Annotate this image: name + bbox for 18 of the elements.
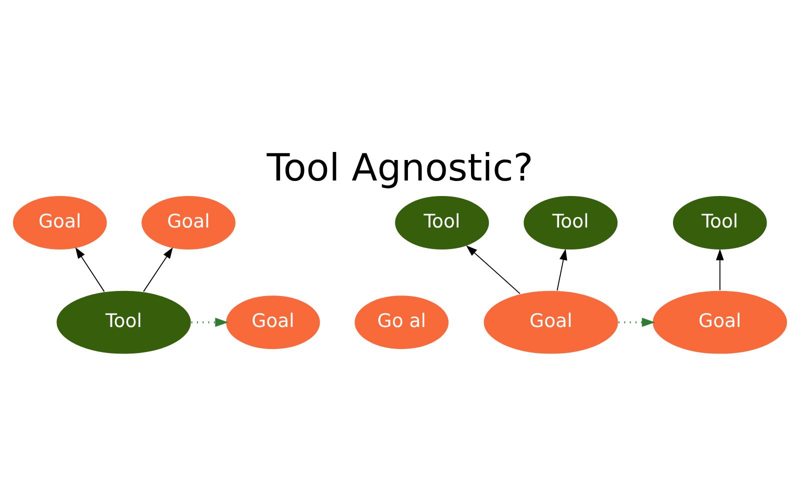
arrow <box>466 244 520 294</box>
arrow <box>556 248 568 290</box>
node-ellipse: Tool <box>672 194 768 250</box>
arrow <box>143 246 173 292</box>
arrow <box>618 317 656 326</box>
arrow <box>716 248 724 290</box>
node-ellipse: Go al <box>354 294 450 350</box>
node-ellipse: Tool <box>394 194 490 250</box>
node-ellipse: Goal <box>652 289 788 354</box>
arrow <box>75 246 105 292</box>
node-ellipse: Goal <box>140 194 236 250</box>
node-ellipse: Goal <box>12 194 108 250</box>
arrow <box>191 317 228 326</box>
node-ellipse: Goal <box>225 294 321 350</box>
node-ellipse: Tool <box>522 194 619 250</box>
diagram-title: Tool Agnostic? <box>266 145 534 190</box>
node-ellipse: Goal <box>482 289 619 354</box>
node-ellipse: Tool <box>56 289 192 354</box>
